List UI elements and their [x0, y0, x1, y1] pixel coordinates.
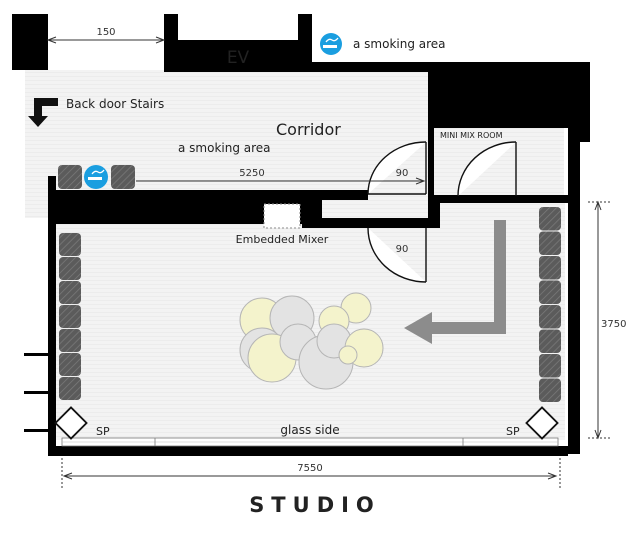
walls — [12, 14, 590, 456]
dimension-studio-height-label: 3750 — [601, 319, 626, 330]
acoustic-panel — [539, 378, 561, 402]
glass-side-window — [61, 437, 559, 447]
acoustic-panel — [539, 231, 561, 255]
ev-area-white — [178, 14, 298, 44]
dimension-door-studio-label: 90 — [396, 244, 409, 255]
acoustic-panel — [539, 280, 561, 304]
dimension-door-corridor-label: 90 — [396, 168, 409, 179]
acoustic-panel — [59, 233, 81, 256]
speaker-left — [54, 406, 88, 440]
smoking-area-top-label: a smoking area — [353, 37, 446, 51]
ev-label: EV — [227, 48, 250, 68]
acoustic-panel — [539, 329, 561, 353]
acoustic-panel — [59, 281, 81, 304]
speaker-left-label: SP — [96, 425, 110, 438]
acoustic-panel — [59, 257, 81, 280]
dimension-studio-width-label: 7550 — [297, 463, 322, 474]
acoustic-panel — [59, 353, 81, 376]
acoustic-panel — [539, 354, 561, 378]
back-door-label: Back door Stairs — [66, 97, 164, 111]
dimension-corridor-length-label: 5250 — [239, 168, 264, 179]
door-mini-mix — [457, 141, 517, 197]
speaker-right-label: SP — [506, 425, 520, 438]
acoustic-panel — [59, 377, 81, 400]
acoustic-panel — [539, 207, 561, 231]
mini-mix-room-label: MINI MIX ROOM — [440, 131, 503, 140]
acoustic-panel — [539, 256, 561, 280]
seat-left — [58, 165, 82, 189]
acoustic-panel — [59, 305, 81, 328]
seat-right — [111, 165, 135, 189]
dimension-corridor-length — [136, 177, 426, 185]
dimension-studio-height — [588, 200, 610, 440]
circle-cluster — [239, 292, 384, 390]
speaker-right — [525, 406, 559, 440]
glass-side-label: glass side — [280, 423, 339, 437]
mini-mix-floor — [432, 128, 564, 198]
acoustic-panels-right — [539, 207, 561, 402]
arrow-left-icon — [404, 220, 506, 344]
corridor-label: Corridor — [276, 120, 341, 139]
arrow-down-left-icon — [28, 98, 58, 127]
smoking-icon — [320, 33, 342, 55]
dimension-top-width — [46, 36, 166, 44]
studio-title: STUDIO — [249, 493, 381, 517]
smoking-icon — [84, 165, 108, 189]
dimension-studio-width — [61, 458, 561, 488]
smoking-area-corridor-label: a smoking area — [178, 141, 271, 155]
dimension-top-width-label: 150 — [96, 27, 115, 38]
embedded-mixer-label: Embedded Mixer — [236, 233, 329, 246]
acoustic-panels-left — [59, 233, 81, 400]
acoustic-panel — [59, 329, 81, 352]
embedded-mixer-box — [263, 203, 301, 229]
corridor-lower-band — [322, 200, 428, 218]
door-studio — [367, 227, 427, 283]
acoustic-panel — [539, 305, 561, 329]
